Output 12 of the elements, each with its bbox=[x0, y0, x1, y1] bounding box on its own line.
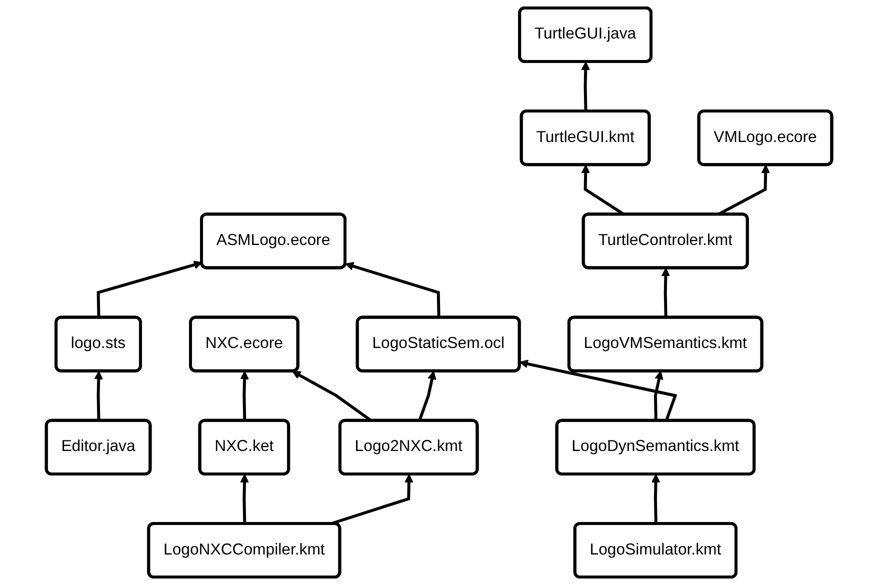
arrow bbox=[418, 370, 436, 422]
arrow bbox=[345, 262, 440, 318]
arrow bbox=[96, 260, 202, 318]
arrow bbox=[519, 360, 678, 422]
arrow bbox=[330, 474, 414, 526]
arrow bbox=[654, 370, 664, 421]
arrow bbox=[240, 370, 249, 421]
arrow bbox=[661, 268, 670, 318]
arrow bbox=[651, 474, 660, 524]
arrow bbox=[581, 62, 590, 112]
arrow bbox=[94, 370, 103, 421]
arrow bbox=[240, 474, 249, 524]
